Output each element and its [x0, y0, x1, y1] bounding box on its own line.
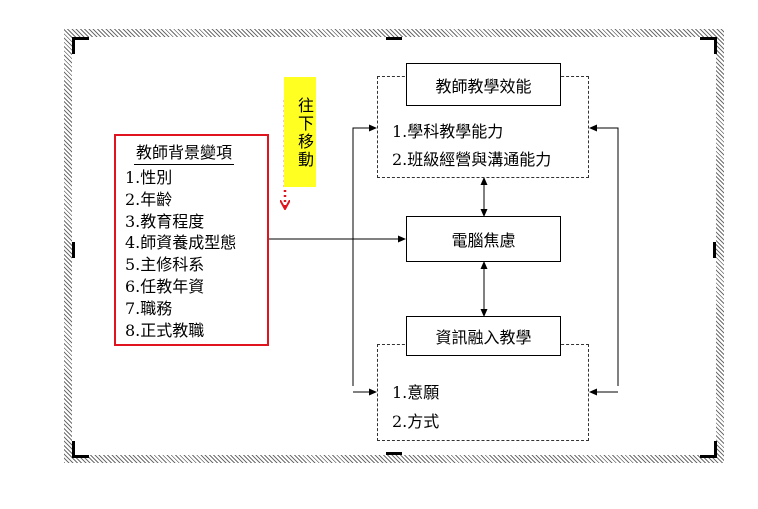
- background-variables-title: 教師背景變項: [134, 144, 235, 165]
- list-item: 2.班級經營與溝通能力: [392, 150, 552, 169]
- list-item: 2.年齡: [125, 189, 173, 209]
- resize-handle-top-right[interactable]: [700, 37, 717, 54]
- background-variables-list: 1.性別 2.年齡 3.教育程度 4.師資養成型態 5.主修科系 6.任教年資 …: [125, 167, 236, 341]
- resize-handle-top-middle[interactable]: [386, 37, 402, 40]
- resize-handle-bottom-middle[interactable]: [386, 452, 402, 455]
- resize-handle-top-left[interactable]: [72, 37, 89, 54]
- resize-handle-middle-left[interactable]: [72, 242, 75, 258]
- computer-anxiety-box[interactable]: 電腦焦慮: [406, 216, 561, 262]
- list-item: 8.正式教職: [125, 320, 205, 340]
- background-variables-box[interactable]: 教師背景變項 1.性別 2.年齡 3.教育程度 4.師資養成型態 5.主修科系 …: [114, 134, 269, 346]
- efficacy-items-list: 1.學科教學能力 2.班級經營與溝通能力: [392, 118, 551, 174]
- list-item: 5.主修科系: [125, 255, 205, 275]
- list-item: 6.任教年資: [125, 276, 205, 296]
- list-item: 1.學科教學能力: [392, 122, 504, 141]
- arrow-to-efficacy-left: [352, 124, 377, 386]
- move-down-hint-label[interactable]: 往下移動: [284, 77, 316, 187]
- list-item: 1.性別: [125, 168, 173, 187]
- list-item: 2.方式: [392, 412, 440, 431]
- arrow-right-loop-top: [589, 124, 619, 386]
- list-item: 3.教育程度: [125, 211, 205, 231]
- list-item: 4.師資養成型態: [125, 233, 237, 253]
- list-item: 1.意願: [392, 383, 440, 402]
- resize-handle-middle-right[interactable]: [713, 242, 716, 258]
- resize-handle-bottom-right[interactable]: [700, 441, 717, 458]
- list-item: 7.職務: [125, 298, 173, 318]
- resize-handle-bottom-left[interactable]: [72, 441, 89, 458]
- integration-items-list: 1.意願 2.方式: [392, 378, 439, 436]
- efficacy-title-box[interactable]: 教師教學效能: [406, 63, 561, 106]
- integration-title-box[interactable]: 資訊融入教學: [406, 316, 561, 356]
